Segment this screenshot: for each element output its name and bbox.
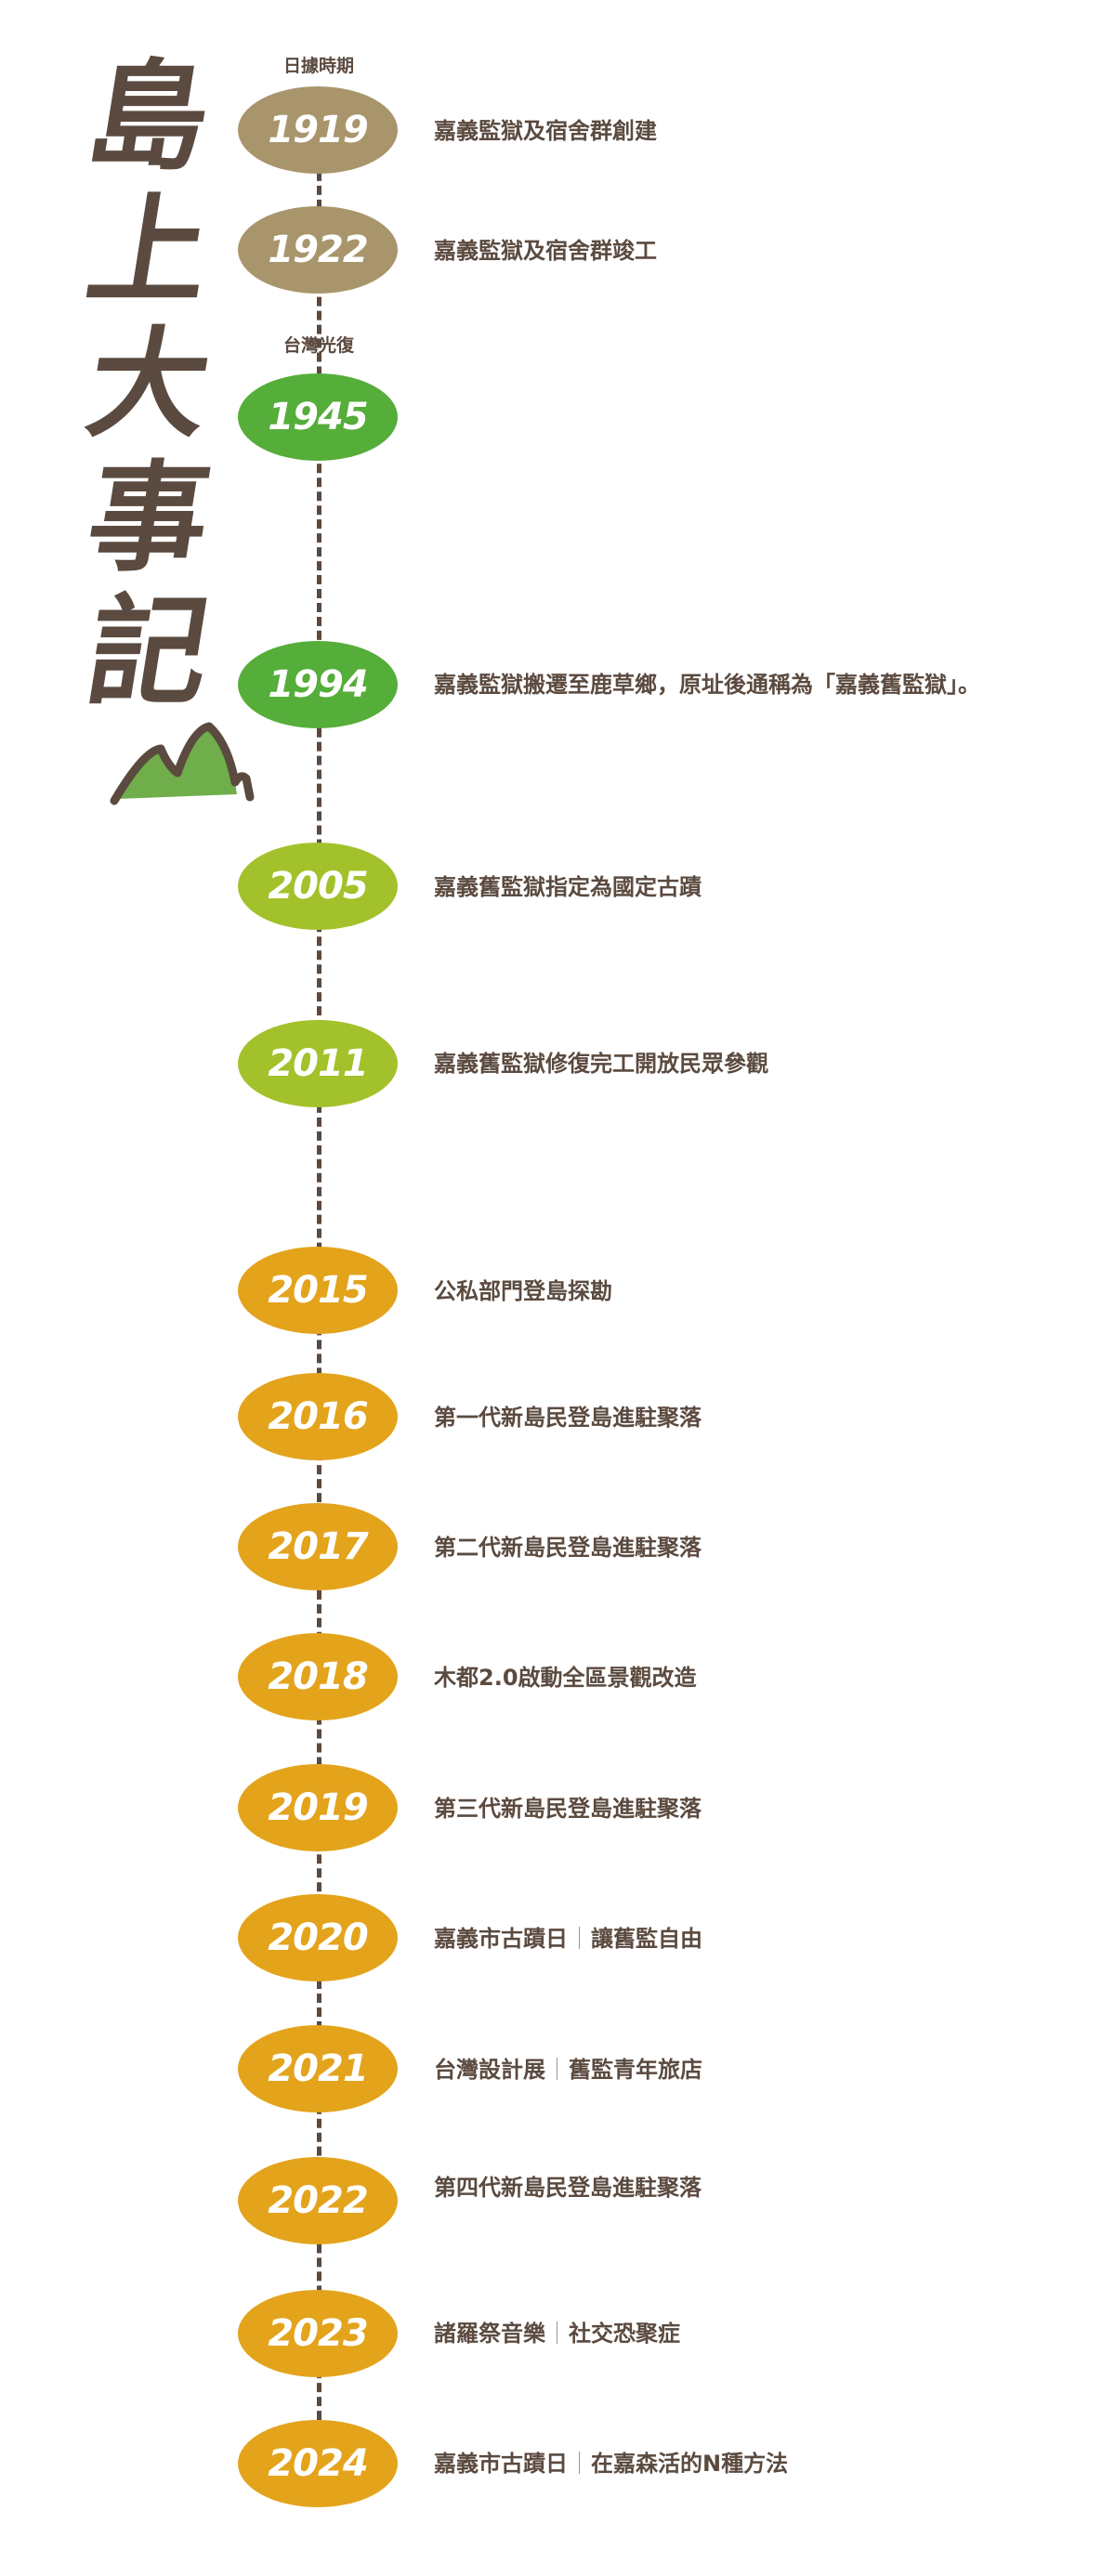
title-char: 大 xyxy=(78,316,219,454)
year-badge-2020: 2020 xyxy=(238,1894,398,1981)
event-text: 第二代新島民登島進駐聚落 xyxy=(434,1535,702,1561)
title-char: 事 xyxy=(78,450,219,588)
year-badge-1919: 1919 xyxy=(238,86,398,174)
divider xyxy=(579,2452,580,2474)
event-text: 嘉義監獄搬遷至鹿草鄉，原址後通稱為「嘉義舊監獄」。 xyxy=(434,672,980,698)
event-2021: 台灣設計展舊監青年旅店 xyxy=(434,2056,702,2084)
event-text: 第三代新島民登島進駐聚落 xyxy=(434,1796,702,1822)
event-text: 讓舊監自由 xyxy=(591,1926,702,1952)
year-badge-2017: 2017 xyxy=(238,1503,398,1590)
divider xyxy=(557,2321,558,2344)
year-badge-2021: 2021 xyxy=(238,2025,398,2112)
event-2018: 木都2.0啟動全區景觀改造 xyxy=(434,1664,697,1692)
event-text: 第四代新島民登島進駐聚落 xyxy=(434,2175,702,2201)
era-label-retrocession: 台灣光復 xyxy=(282,335,354,356)
divider xyxy=(557,2058,558,2080)
title-char: 記 xyxy=(78,583,219,722)
event-2005: 嘉義舊監獄指定為國定古蹟 xyxy=(434,873,702,901)
event-text: 木都2.0啟動全區景觀改造 xyxy=(434,1665,697,1691)
event-text: 社交恐聚症 xyxy=(569,2321,680,2347)
event-2020: 嘉義市古蹟日讓舊監自由 xyxy=(434,1925,702,1953)
year-badge-2015: 2015 xyxy=(238,1247,398,1334)
event-text: 嘉義舊監獄修復完工開放民眾參觀 xyxy=(434,1051,768,1077)
event-2022: 第四代新島民登島進駐聚落 xyxy=(434,2174,702,2202)
year-badge-2024: 2024 xyxy=(238,2420,398,2507)
page-title: 島 上 大 事 記 xyxy=(78,48,219,722)
event-2023: 諸羅祭音樂社交恐聚症 xyxy=(434,2320,680,2347)
event-2016: 第一代新島民登島進駐聚落 xyxy=(434,1404,702,1432)
event-text: 公私部門登島探勘 xyxy=(434,1278,612,1304)
event-text: 台灣設計展 xyxy=(434,2057,545,2083)
mountain-icon xyxy=(110,722,255,805)
event-1994: 嘉義監獄搬遷至鹿草鄉，原址後通稱為「嘉義舊監獄」。 xyxy=(434,671,980,699)
event-text: 第一代新島民登島進駐聚落 xyxy=(434,1405,702,1431)
event-2015: 公私部門登島探勘 xyxy=(434,1277,612,1305)
year-badge-2019: 2019 xyxy=(238,1764,398,1851)
year-badge-1945: 1945 xyxy=(238,373,398,461)
year-badge-2022: 2022 xyxy=(238,2157,398,2244)
year-badge-2016: 2016 xyxy=(238,1373,398,1460)
event-text: 在嘉森活的N種方法 xyxy=(591,2451,789,2477)
year-badge-2005: 2005 xyxy=(238,843,398,930)
event-2024: 嘉義市古蹟日在嘉森活的N種方法 xyxy=(434,2450,788,2478)
era-label-japanese-rule: 日據時期 xyxy=(282,56,354,76)
divider xyxy=(579,1927,580,1949)
year-badge-1922: 1922 xyxy=(238,206,398,294)
year-badge-1994: 1994 xyxy=(238,641,398,728)
event-text: 嘉義監獄及宿舍群創建 xyxy=(434,118,657,144)
title-char: 上 xyxy=(78,182,219,320)
year-badge-2023: 2023 xyxy=(238,2290,398,2377)
year-badge-2011: 2011 xyxy=(238,1020,398,1107)
event-text: 嘉義監獄及宿舍群竣工 xyxy=(434,238,657,264)
event-text: 嘉義市古蹟日 xyxy=(434,2451,568,2477)
event-2019: 第三代新島民登島進駐聚落 xyxy=(434,1795,702,1823)
event-text: 嘉義舊監獄指定為國定古蹟 xyxy=(434,874,702,900)
title-char: 島 xyxy=(78,48,219,187)
event-text: 舊監青年旅店 xyxy=(569,2057,702,2083)
year-badge-2018: 2018 xyxy=(238,1633,398,1720)
event-1919: 嘉義監獄及宿舍群創建 xyxy=(434,117,657,145)
event-text: 嘉義市古蹟日 xyxy=(434,1926,568,1952)
event-2017: 第二代新島民登島進駐聚落 xyxy=(434,1534,702,1562)
event-1922: 嘉義監獄及宿舍群竣工 xyxy=(434,237,657,265)
event-2011: 嘉義舊監獄修復完工開放民眾參觀 xyxy=(434,1050,768,1078)
event-text: 諸羅祭音樂 xyxy=(434,2321,545,2347)
